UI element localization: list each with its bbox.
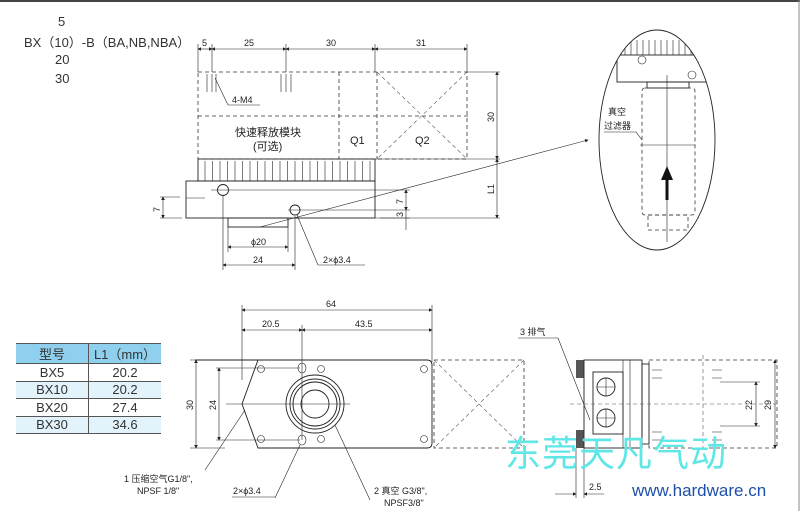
cell-model: BX10	[16, 381, 89, 399]
top-border	[0, 0, 800, 2]
dim-30: 30	[326, 38, 336, 48]
port2-label: 2 真空 G3/8",	[374, 485, 427, 496]
port1-label: 1 压缩空气G1/8",	[124, 473, 193, 484]
dim-43-5: 43.5	[355, 319, 373, 329]
dim-5: 5	[202, 38, 207, 48]
dim-phi20: ϕ20	[251, 237, 266, 247]
front-hole-callout: 2×ϕ3.4	[233, 486, 261, 496]
dim-l1: L1	[486, 184, 496, 194]
model-size-5: 5	[58, 14, 65, 29]
header-l1: L1（mm）	[88, 343, 161, 364]
dim-24: 24	[253, 255, 263, 265]
q2-label: Q2	[415, 135, 430, 147]
model-size-30: 30	[55, 71, 69, 86]
dim-height-30: 30	[486, 112, 496, 122]
ejector-block	[185, 180, 376, 219]
thread-label: 4-M4	[232, 95, 253, 105]
front-view: 64 20.5 43.5 30 24 1 压缩空气G1/8", NPSF 1/8…	[124, 299, 525, 508]
dim-20-5: 20.5	[262, 319, 280, 329]
model-size-20: 20	[55, 52, 69, 67]
model-code-main: BX（10）-B（BA,NB,NBA）	[24, 35, 190, 50]
watermark-text: 东莞天凡气动	[505, 434, 728, 475]
module-label: 快速释放模块	[235, 125, 301, 139]
filter-label-filter: 过滤器	[604, 120, 631, 131]
cell-l1: 20.2	[88, 363, 161, 382]
header-model: 型号	[16, 343, 89, 364]
exhaust-label: 3 排气	[520, 326, 546, 337]
front-block	[241, 359, 433, 449]
port2-npsf: NPSF3/8"	[384, 498, 424, 508]
module-optional-label: (可选)	[253, 140, 282, 153]
dim-24-front: 24	[208, 400, 218, 410]
cell-l1: 27.4	[88, 398, 161, 417]
dim-64: 64	[326, 299, 336, 309]
cell-model: BX5	[16, 363, 89, 382]
dim-7-right: 7	[395, 199, 405, 204]
cell-l1: 20.2	[88, 381, 161, 399]
filter-detail: 真空 过滤器	[598, 29, 716, 251]
cell-l1: 34.6	[88, 416, 161, 434]
port1-npsf: NPSF 1/8"	[137, 486, 179, 496]
detail-pointer	[259, 139, 589, 228]
side-view: 3 排气 22 29 2.5	[518, 326, 780, 498]
filter-label-vacuum: 真空	[608, 106, 626, 117]
dim-3: 3	[395, 212, 405, 217]
table-header: 型号 L1（mm）	[16, 343, 161, 364]
model-code: 5 BX（10）-B（BA,NB,NBA） 20 30	[24, 14, 190, 86]
watermark-url: www.hardware.cn	[632, 481, 767, 500]
q1-label: Q1	[350, 135, 365, 147]
dim-31: 31	[416, 38, 426, 48]
top-view: 5 25 30 31 4-M4 快速释放模块 (可选) Q1 Q2	[152, 38, 589, 270]
dim-29: 29	[763, 400, 773, 410]
cell-model: BX30	[16, 416, 89, 434]
dim-2-5: 2.5	[589, 482, 602, 492]
dim-25: 25	[244, 38, 254, 48]
dim-22: 22	[744, 400, 754, 410]
cell-model: BX20	[16, 398, 89, 417]
dim-7-left: 7	[152, 207, 162, 212]
hole-callout: 2×ϕ3.4	[323, 255, 351, 265]
dim-30-front: 30	[185, 400, 195, 410]
